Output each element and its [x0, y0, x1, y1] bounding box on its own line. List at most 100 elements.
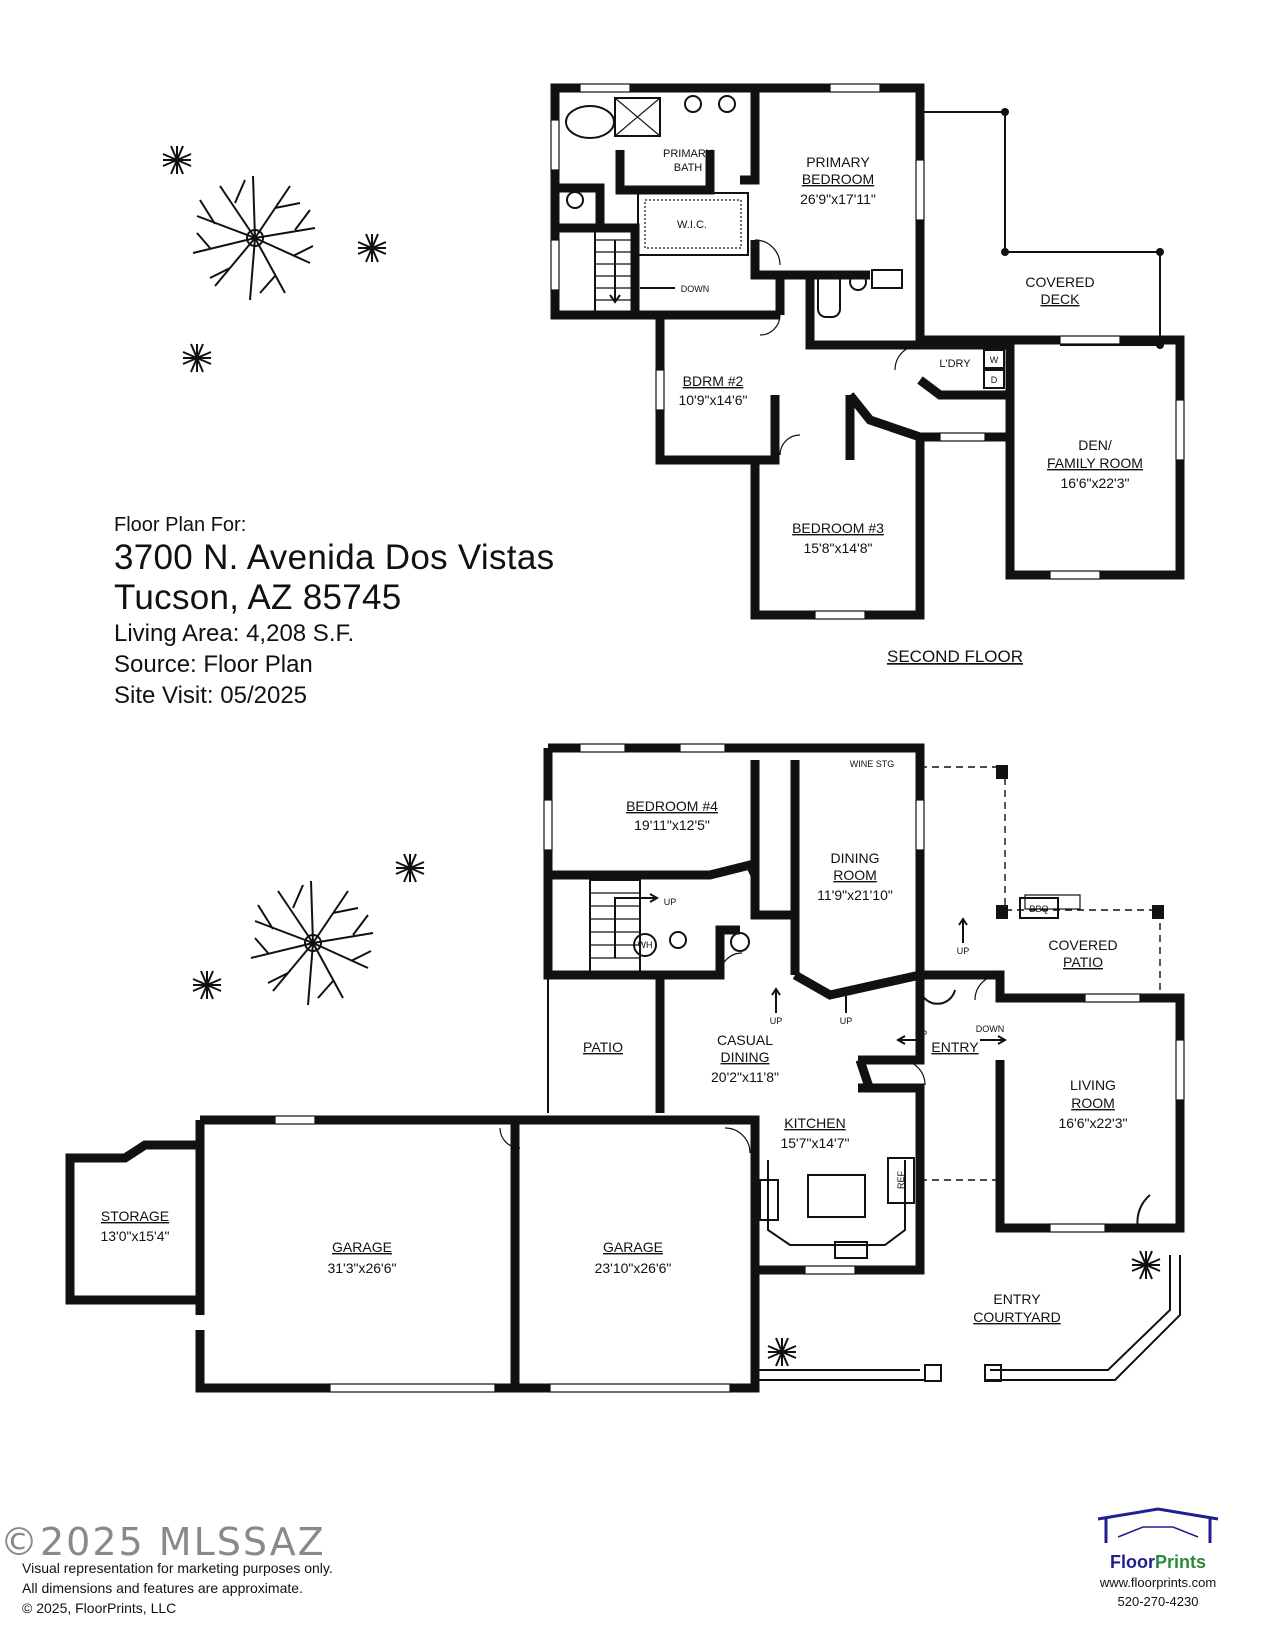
dining-room-label: ROOM	[833, 867, 877, 883]
disclaimer-line2: All dimensions and features are approxim…	[22, 1580, 303, 1596]
living-room-label: LIVING	[1070, 1077, 1116, 1093]
primary-bath-label: BATH	[674, 162, 703, 174]
water-heater-label: WH	[638, 940, 653, 950]
living-room-dimensions: 16'6"x22'3"	[1058, 1115, 1127, 1131]
address-line2: Tucson, AZ 85745	[114, 578, 402, 617]
ref-label: REF	[896, 1170, 906, 1189]
wine-storage-label: WINE STG	[850, 759, 895, 769]
bbq-icon	[1019, 897, 1059, 919]
washer-icon	[983, 349, 1005, 369]
den-dimensions: 16'6"x22'3"	[1060, 475, 1129, 491]
bbq-label: BBQ	[1029, 904, 1048, 914]
up-label: UP	[840, 1016, 853, 1026]
toilet-icon	[566, 191, 584, 209]
covered-patio-label: PATIO	[1063, 954, 1103, 970]
second-floor-title: SECOND FLOOR	[887, 647, 1023, 666]
property-info: Floor Plan For: 3700 N. Avenida Dos Vist…	[114, 512, 554, 711]
garage1-dimensions: 31'3"x26'6"	[327, 1260, 396, 1276]
up-label: UP	[770, 1016, 783, 1026]
primary-bedroom-label: BEDROOM	[802, 171, 874, 187]
entry-label: ENTRY	[931, 1039, 979, 1055]
entry-courtyard-label: ENTRY	[993, 1291, 1041, 1307]
sink-icon	[730, 932, 750, 952]
kitchen-dimensions: 15'7"x14'7"	[780, 1135, 849, 1151]
bdrm2-label: BDRM #2	[683, 373, 744, 389]
toilet-icon	[669, 931, 687, 949]
living-area: Living Area: 4,208 S.F.	[114, 620, 355, 647]
shrub-icon	[192, 970, 222, 1000]
garage2-dimensions: 23'10"x26'6"	[595, 1260, 672, 1276]
dining-room-dimensions: 11'9"x21'10"	[817, 887, 893, 903]
stairs-down-label: DOWN	[681, 284, 710, 294]
up-label: UP	[664, 897, 677, 907]
casual-dining-label: DINING	[721, 1049, 770, 1065]
up-label: UP	[957, 946, 970, 956]
dining-room-label: DINING	[831, 850, 880, 866]
shrub-icon	[182, 343, 212, 373]
watermark: ©2025 MLSSAZ	[0, 1520, 326, 1564]
kitchen-label: KITCHEN	[784, 1115, 845, 1131]
covered-deck-label: COVERED	[1025, 274, 1094, 290]
stairs-icon	[589, 879, 660, 976]
kitchen-island	[807, 1174, 866, 1218]
living-room-label: ROOM	[1071, 1095, 1115, 1111]
tub-icon	[565, 105, 615, 139]
dryer-icon	[983, 369, 1005, 389]
bedroom4-label: BEDROOM #4	[626, 798, 718, 814]
shrub-icon	[162, 145, 192, 175]
floorprints-brand: FloorPrints www.floorprints.com 520-270-…	[1068, 1505, 1248, 1611]
brand-website-link[interactable]: www.floorprints.com	[1099, 1575, 1217, 1590]
address-line1: 3700 N. Avenida Dos Vistas	[114, 538, 555, 577]
brand-name: FloorPrints	[1109, 1552, 1206, 1572]
copyright: © 2025, FloorPrints, LLC	[22, 1600, 177, 1616]
dryer-label: D	[991, 375, 998, 385]
casual-dining-label: CASUAL	[717, 1032, 773, 1048]
bedroom4-dimensions: 19'11"x12'5"	[634, 817, 710, 833]
toilet-icon	[849, 273, 867, 291]
first-floor-plan: BEDROOM #4 19'11"x12'5" WINE STG DINING …	[65, 743, 1185, 1393]
patio-label: PATIO	[583, 1039, 623, 1055]
down-label: DOWN	[976, 1024, 1005, 1034]
bedroom3-label: BEDROOM #3	[792, 520, 884, 536]
site-visit: Site Visit: 05/2025	[114, 682, 308, 709]
second-floor-plan: PRIMARY BATH W.I.C. PRIMARY BEDROOM 26'9…	[550, 83, 1185, 666]
brand-phone: 520-270-4230	[1117, 1594, 1199, 1609]
tree-icon	[250, 880, 374, 1006]
sink-icon	[718, 95, 736, 113]
sink-icon	[684, 95, 702, 113]
sink-icon	[871, 269, 903, 289]
covered-deck-label: DECK	[1041, 291, 1081, 307]
primary-bedroom-label: PRIMARY	[806, 154, 870, 170]
shrub-icon	[395, 853, 425, 883]
fireplace-icon	[1136, 1194, 1151, 1229]
cooktop-icon	[759, 1179, 779, 1221]
tub-icon	[817, 271, 841, 318]
shrub-icon	[767, 1337, 797, 1367]
storage-dimensions: 13'0"x15'4"	[100, 1228, 169, 1244]
disclaimer-line1: Visual representation for marketing purp…	[22, 1560, 333, 1576]
up-label: UP	[915, 1029, 928, 1039]
primary-bath-label: PRIMARY	[663, 148, 714, 160]
source: Source: Floor Plan	[114, 651, 313, 678]
disclaimer: Visual representation for marketing purp…	[22, 1558, 333, 1618]
garage1-label: GARAGE	[332, 1239, 392, 1255]
wic-label: W.I.C.	[677, 219, 707, 231]
shower-icon	[614, 97, 661, 137]
garage2-label: GARAGE	[603, 1239, 663, 1255]
casual-dining-dimensions: 20'2"x11'8"	[711, 1069, 779, 1085]
washer-label: W	[990, 355, 999, 365]
water-heater-icon	[633, 933, 657, 957]
bedroom3-dimensions: 15'8"x14'8"	[803, 540, 872, 556]
shrub-icon	[357, 233, 387, 263]
den-label: FAMILY ROOM	[1047, 455, 1143, 471]
house-logo-icon	[1097, 1507, 1219, 1543]
covered-patio-label: COVERED	[1048, 937, 1117, 953]
den-label: DEN/	[1078, 437, 1112, 453]
floor-plan-for: Floor Plan For:	[114, 514, 247, 536]
refrigerator-icon	[887, 1157, 915, 1204]
primary-bedroom-dimensions: 26'9"x17'11"	[800, 191, 876, 207]
shrub-icon	[1131, 1250, 1161, 1280]
bdrm2-dimensions: 10'9"x14'6"	[678, 392, 747, 408]
entry-courtyard-label: COURTYARD	[973, 1309, 1060, 1325]
